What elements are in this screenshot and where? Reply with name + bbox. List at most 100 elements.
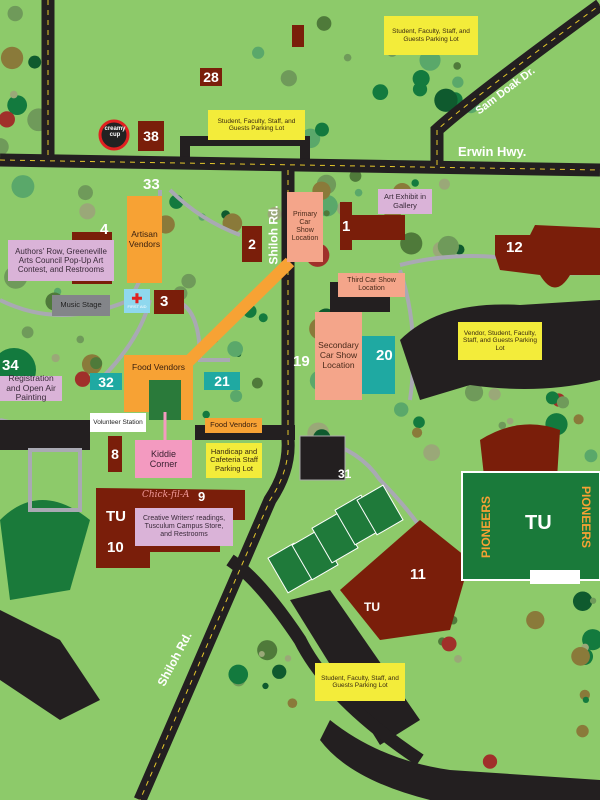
tree <box>0 138 9 156</box>
pioneers-endzone-left: PIONEERS <box>479 495 494 559</box>
building-38[interactable]: 38 <box>138 121 164 151</box>
building-small <box>292 25 304 47</box>
building-3-shape <box>154 290 184 314</box>
tree <box>280 70 297 87</box>
building-21[interactable]: 21 <box>204 372 240 390</box>
tree <box>576 724 589 738</box>
tree <box>0 111 15 128</box>
building-9[interactable]: 9 <box>198 489 206 504</box>
tree <box>315 122 329 137</box>
tree <box>438 178 450 190</box>
label-music-stage[interactable]: Music Stage <box>52 295 110 316</box>
label-secondary-car-show[interactable]: Secondary Car Show Location <box>315 312 362 400</box>
tu-logo: TU <box>106 508 126 525</box>
label-registration[interactable]: Registration and Open Air Painting <box>0 373 62 402</box>
label-art-exhibit[interactable]: Art Exhibit in Gallery <box>378 189 432 214</box>
building-33[interactable]: 33 <box>143 176 160 193</box>
tree <box>506 417 514 425</box>
tree <box>412 70 430 88</box>
tree <box>545 391 559 405</box>
tree <box>267 207 282 221</box>
label-creative-writers[interactable]: Creative Writers' readings, Tusculum Cam… <box>135 508 233 546</box>
tree <box>76 335 85 344</box>
tree <box>0 46 24 70</box>
tree <box>21 326 34 339</box>
building-10[interactable]: 10 <box>107 539 124 556</box>
tree <box>482 754 498 769</box>
building-1-shape <box>340 202 405 250</box>
tree <box>400 232 423 255</box>
tree <box>7 95 28 116</box>
tu-field-logo: TU <box>525 512 552 534</box>
building-31[interactable]: 31 <box>338 467 352 481</box>
tree <box>354 188 363 197</box>
label-kiddie-corner[interactable]: Kiddie Corner <box>135 440 192 478</box>
amphitheater <box>0 448 90 600</box>
tree <box>441 636 457 652</box>
label-parking-vendor[interactable]: Vendor, Student, Faculty, Staff, and Gue… <box>458 322 542 360</box>
tree <box>454 654 462 663</box>
tree <box>349 170 362 182</box>
label-authors-row[interactable]: Authors' Row, Greeneville Arts Council P… <box>8 240 114 281</box>
label-primary-car-show[interactable]: Primary Car Show Location <box>287 192 323 262</box>
road-label-erwin-hwy: Erwin Hwy. <box>458 144 527 159</box>
label-artisan-vendors[interactable]: Artisan Vendors <box>127 196 162 283</box>
tree <box>51 353 60 363</box>
tree <box>394 402 409 417</box>
tree <box>181 273 196 289</box>
football-field <box>461 424 600 584</box>
label-parking-bottom[interactable]: Student, Faculty, Staff, and Guests Park… <box>315 663 405 701</box>
tree <box>90 357 103 370</box>
tree <box>453 62 461 70</box>
label-third-car-show[interactable]: Third Car Show Location <box>338 273 405 297</box>
building-3[interactable]: 3 <box>160 293 169 310</box>
tree <box>7 5 23 22</box>
building-32[interactable]: 32 <box>90 373 122 390</box>
tree <box>584 449 598 463</box>
tree <box>228 664 249 685</box>
tree <box>411 179 419 187</box>
tree <box>74 371 91 387</box>
tree <box>202 410 210 419</box>
label-parking-top-right[interactable]: Student, Faculty, Staff, and Guests Park… <box>384 16 478 55</box>
building-28[interactable]: 28 <box>200 68 222 86</box>
building-20[interactable]: 20 <box>376 347 393 364</box>
creamy-cup-logo <box>98 119 130 151</box>
tree <box>252 46 265 59</box>
tree <box>262 682 269 690</box>
tree <box>251 377 263 389</box>
tree <box>437 235 459 258</box>
label-parking-top-mid[interactable]: Student, Faculty, Staff, and Guests Park… <box>208 110 305 140</box>
building-12[interactable]: 12 <box>506 239 523 256</box>
label-parking-handicap[interactable]: Handicap and Cafeteria Staff Parking Lot <box>206 443 262 478</box>
tree <box>272 664 287 679</box>
food-vendors-area <box>124 355 193 420</box>
building-1[interactable]: 1 <box>342 218 351 235</box>
building-19[interactable]: 19 <box>293 353 310 370</box>
building-8[interactable]: 8 <box>108 436 122 472</box>
tree <box>11 175 35 198</box>
first-aid-cross-icon: ✚ <box>131 290 143 306</box>
pioneers-endzone-right: PIONEERS <box>579 485 594 549</box>
building-34[interactable]: 34 <box>2 357 19 374</box>
tree <box>573 414 584 425</box>
road-label-shiloh-rd-upper: Shiloh Rd. <box>266 205 281 265</box>
tree <box>526 610 545 630</box>
vendor-walkway <box>180 257 295 370</box>
tree <box>423 444 441 462</box>
first-aid-station[interactable]: ✚ FIRST AID <box>124 289 150 313</box>
label-food-vendors-small[interactable]: Food Vendors <box>205 418 262 433</box>
building-11[interactable]: 11 <box>410 566 426 583</box>
tree <box>28 55 42 69</box>
tree <box>9 90 18 99</box>
tree <box>372 84 389 101</box>
tree <box>452 76 464 88</box>
tree <box>227 341 244 357</box>
label-volunteer-station[interactable]: Volunteer Station <box>90 413 146 432</box>
building-2[interactable]: 2 <box>242 226 262 262</box>
tree <box>589 597 597 604</box>
tree <box>79 203 96 220</box>
label-food-vendors-main[interactable]: Food Vendors <box>132 362 185 373</box>
building-4[interactable]: 4 <box>100 221 109 238</box>
